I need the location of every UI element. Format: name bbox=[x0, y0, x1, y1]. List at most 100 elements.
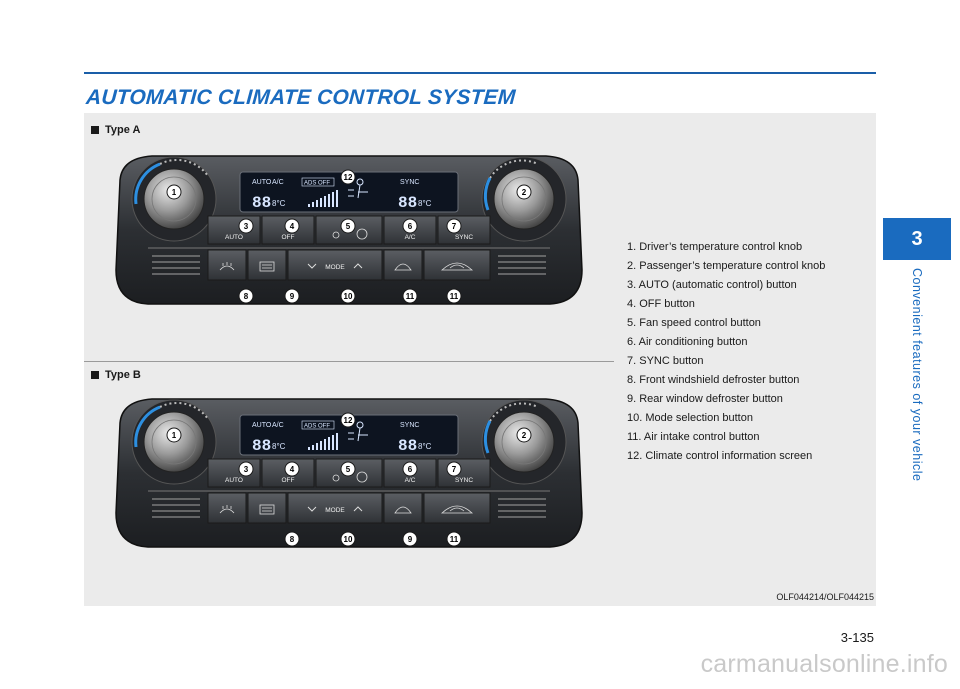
auto-button-label: AUTO bbox=[225, 234, 243, 241]
temp-scale-arc bbox=[483, 420, 492, 454]
callout-label: 12 bbox=[344, 416, 353, 425]
lower-button-row bbox=[207, 492, 491, 524]
climate-console-illustration: AUTO A/C ADS OFF SYNC 88 8°C 88 8°C AUTO… bbox=[115, 398, 583, 548]
chapter-tab: 3 bbox=[883, 218, 951, 260]
figure-divider bbox=[84, 361, 614, 362]
rear-defroster-icon bbox=[259, 261, 275, 272]
mode-button-label: MODE bbox=[325, 507, 345, 514]
screen-ac-text: A/C bbox=[272, 179, 284, 186]
callout-label: 1 bbox=[172, 431, 177, 440]
screen-temp-right: 88 bbox=[398, 194, 417, 212]
legend-item: 3. AUTO (automatic control) button bbox=[627, 279, 797, 291]
callout-label: 4 bbox=[290, 222, 295, 231]
console-type-a: AUTO A/C ADS OFF SYNC 88 8°C 88 8°C AUTO… bbox=[112, 152, 586, 310]
lower-button-row bbox=[207, 249, 491, 281]
mode-button-label: MODE bbox=[325, 264, 345, 271]
legend-item: 4. OFF button bbox=[627, 298, 695, 310]
air-intake-icon bbox=[394, 263, 412, 271]
callout-marker bbox=[284, 288, 300, 304]
callout-label: 10 bbox=[344, 535, 353, 544]
callout-marker bbox=[446, 531, 462, 547]
legend-item: 5. Fan speed control button bbox=[627, 317, 761, 329]
callout-label: 3 bbox=[244, 222, 249, 231]
rear-defroster-icon bbox=[259, 504, 275, 515]
left-vent-grille bbox=[152, 498, 200, 518]
chevron-up-icon bbox=[353, 263, 363, 269]
top-rule bbox=[84, 72, 876, 74]
off-button-label: OFF bbox=[282, 234, 295, 241]
callout-label: 4 bbox=[290, 465, 295, 474]
image-credit: OLF044214/OLF044215 bbox=[776, 592, 874, 602]
callout-label: 7 bbox=[452, 465, 457, 474]
callout-label: 12 bbox=[344, 173, 353, 182]
temp-scale-arc bbox=[483, 177, 492, 211]
callout-label: 3 bbox=[244, 465, 249, 474]
legend-item: 7. SYNC button bbox=[627, 355, 704, 367]
screen-ads-text: ADS OFF bbox=[304, 424, 330, 430]
callout-label: 9 bbox=[290, 292, 295, 301]
chapter-title-sidebar: Convenient features of your vehicle bbox=[905, 268, 929, 518]
legend-item: 12. Climate control information screen bbox=[627, 450, 813, 462]
callout-label: 10 bbox=[344, 292, 353, 301]
temp-scale-arc bbox=[134, 162, 161, 205]
callout-marker bbox=[402, 288, 418, 304]
legend-item: 10. Mode selection button bbox=[627, 412, 753, 424]
screen-auto-text: AUTO bbox=[252, 422, 272, 429]
watermark: carmanualsonline.info bbox=[700, 650, 948, 678]
fan-speed-icon bbox=[332, 228, 368, 240]
callout-label: 2 bbox=[522, 431, 527, 440]
callouts: 1 2 12 3 4 5 6 7 bbox=[166, 169, 532, 234]
callout-label: 11 bbox=[406, 292, 415, 301]
callout-marker bbox=[402, 531, 418, 547]
screen-unit-right: 8°C bbox=[418, 442, 432, 451]
bullet-square-icon bbox=[91, 126, 99, 134]
callout-marker bbox=[340, 288, 356, 304]
callout-label: 6 bbox=[408, 465, 413, 474]
bullet-square-icon bbox=[91, 371, 99, 379]
type-a-text: Type A bbox=[105, 124, 141, 136]
console-type-b: AUTO A/C ADS OFF SYNC 88 8°C 88 8°C AUTO… bbox=[112, 395, 586, 553]
temp-scale-arc bbox=[134, 405, 161, 448]
screen-sync-text: SYNC bbox=[400, 422, 419, 429]
type-a-label: Type A bbox=[91, 124, 140, 136]
left-vent-grille bbox=[152, 255, 200, 275]
legend-item: 2. Passenger’s temperature control knob bbox=[627, 260, 826, 272]
screen-ads-text: ADS OFF bbox=[304, 181, 330, 187]
chapter-title: Convenient features of your vehicle bbox=[910, 268, 924, 482]
callout-label: 5 bbox=[346, 222, 351, 231]
legend-item: 11. Air intake control button bbox=[627, 431, 760, 443]
legend-item: 9. Rear window defroster button bbox=[627, 393, 783, 405]
fan-level-bars-icon bbox=[308, 433, 338, 450]
callouts: 1 2 12 3 4 5 6 7 bbox=[166, 412, 532, 477]
callout-marker bbox=[284, 531, 300, 547]
off-button-label: OFF bbox=[282, 477, 295, 484]
callout-label: 8 bbox=[290, 535, 295, 544]
temp-scale-arc bbox=[159, 402, 209, 420]
page-number: 3-135 bbox=[840, 630, 874, 645]
climate-console-illustration: AUTO A/C ADS OFF SYNC 88 8°C 88 8°C AUTO… bbox=[115, 155, 583, 305]
chevron-down-icon bbox=[307, 263, 317, 269]
legend-item: 1. Driver’s temperature control knob bbox=[627, 241, 803, 253]
screen-sync-text: SYNC bbox=[400, 179, 419, 186]
right-vent-grille bbox=[498, 498, 546, 518]
callout-marker bbox=[238, 288, 254, 304]
legend-item: 8. Front windshield defroster button bbox=[627, 374, 800, 386]
type-b-label: Type B bbox=[91, 369, 141, 381]
callout-label: 5 bbox=[346, 465, 351, 474]
fan-level-bars-icon bbox=[308, 190, 338, 207]
page-title: AUTOMATIC CLIMATE CONTROL SYSTEM bbox=[85, 86, 517, 109]
right-vent-grille bbox=[498, 255, 546, 275]
defroster-icon bbox=[219, 262, 235, 271]
recirculation-icon bbox=[440, 262, 474, 271]
chevron-up-icon bbox=[353, 506, 363, 512]
screen-auto-text: AUTO bbox=[252, 179, 272, 186]
callout-marker bbox=[446, 288, 462, 304]
fan-speed-icon bbox=[332, 471, 368, 483]
airflow-person-icon bbox=[348, 178, 368, 199]
screen-unit-left: 8°C bbox=[272, 199, 286, 208]
callout-label: 11 bbox=[450, 535, 459, 544]
callout-label: 7 bbox=[452, 222, 457, 231]
legend-item: 6. Air conditioning button bbox=[627, 336, 748, 348]
temp-scale-arc bbox=[489, 159, 539, 179]
sync-button-label: SYNC bbox=[455, 234, 473, 241]
